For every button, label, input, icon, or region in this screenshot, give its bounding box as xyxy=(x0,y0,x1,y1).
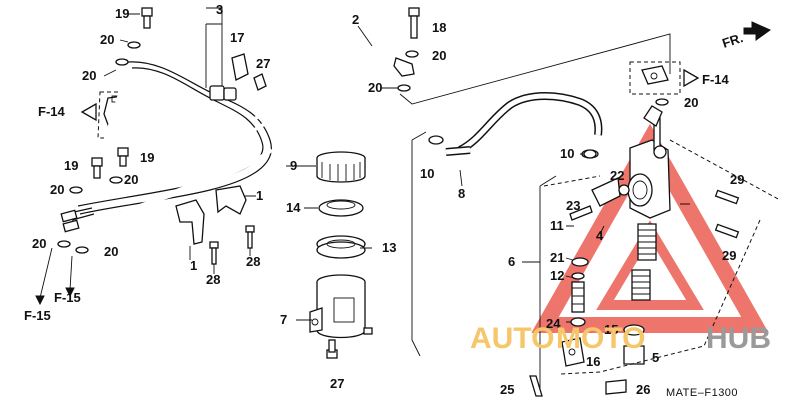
callout-20-bottom-a: 20 xyxy=(32,236,46,251)
callout-3: 3 xyxy=(216,2,223,17)
ref-f14-right: F-14 xyxy=(702,72,730,87)
callout-20-top: 20 xyxy=(100,32,114,47)
watermark-text: AUTO MOTO HUB xyxy=(470,322,771,355)
master-cylinder-body xyxy=(627,105,671,219)
ref-arrow-f14-left xyxy=(80,102,97,122)
callout-2: 2 xyxy=(352,12,359,27)
callout-labels: 19 20 20 19 19 20 20 20 20 3 17 27 2 18 … xyxy=(32,2,744,397)
right-dashed-box xyxy=(629,61,681,106)
callout-28-left: 28 xyxy=(206,272,220,287)
screws-29 xyxy=(583,149,740,239)
ref-f14-left: F-14 xyxy=(38,104,66,119)
callout-17: 17 xyxy=(230,30,244,45)
callout-19-mid: 19 xyxy=(140,150,154,165)
callout-14: 14 xyxy=(286,200,301,215)
callout-25: 25 xyxy=(500,382,514,397)
watermark-hub: HUB xyxy=(706,322,771,355)
callout-29-bottom: 29 xyxy=(722,248,736,263)
callout-12: 12 xyxy=(550,268,564,283)
callout-20-bottom-b: 20 xyxy=(104,244,118,259)
direction-label: FR. xyxy=(720,30,745,51)
reservoir-hose-8 xyxy=(428,92,603,159)
diaphragm-14 xyxy=(318,199,364,217)
callout-4: 4 xyxy=(596,228,604,243)
callout-27-top: 27 xyxy=(256,56,270,71)
watermark-moto: MOTO xyxy=(556,322,645,355)
callout-16: 16 xyxy=(586,354,600,369)
callout-15: 15 xyxy=(604,322,618,337)
reservoir-cap-9 xyxy=(316,151,366,183)
bolt-27-lower xyxy=(326,339,338,359)
callout-22: 22 xyxy=(610,168,624,183)
watermark-triangle xyxy=(531,123,769,333)
banjo-bolt-18 xyxy=(397,7,420,92)
banjo-bolt-19-top xyxy=(115,7,153,66)
diagram-code: MATE–F1300 xyxy=(666,387,738,399)
ref-arrow-f15 xyxy=(35,247,75,306)
reservoir-tank-7 xyxy=(309,274,373,339)
ref-f15-a: F-15 xyxy=(54,290,81,305)
callout-21: 21 xyxy=(550,250,564,265)
callout-9: 9 xyxy=(290,158,297,173)
callout-8: 8 xyxy=(458,186,465,201)
callout-20-mid-right: 20 xyxy=(368,80,382,95)
callout-24: 24 xyxy=(546,316,561,331)
callout-5: 5 xyxy=(652,350,659,365)
callout-20-caliper: 20 xyxy=(82,68,96,83)
clamp-17 xyxy=(231,53,267,91)
callout-19-left: 19 xyxy=(64,158,78,173)
callout-6: 6 xyxy=(508,254,515,269)
callout-20-mid: 20 xyxy=(124,172,138,187)
diaphragm-plate-13 xyxy=(316,235,366,259)
callout-11: 11 xyxy=(550,218,564,233)
callout-28-right: 28 xyxy=(246,254,260,269)
ref-arrow-f14-right xyxy=(683,68,700,88)
callout-20-right: 20 xyxy=(432,48,446,63)
callout-10-left: 10 xyxy=(420,166,434,181)
master-cylinder-frame xyxy=(543,139,781,375)
callout-26: 26 xyxy=(636,382,650,397)
callout-7: 7 xyxy=(280,312,287,327)
clamp-1 xyxy=(175,185,255,265)
brake-hose-2 xyxy=(119,41,415,214)
callout-29-top: 29 xyxy=(730,172,744,187)
push-rod-parts xyxy=(529,177,657,397)
callout-23: 23 xyxy=(566,198,580,213)
callout-19-top: 19 xyxy=(115,6,129,21)
callout-20-far-right: 20 xyxy=(684,95,698,110)
callout-13: 13 xyxy=(382,240,396,255)
callout-1-left: 1 xyxy=(190,258,197,273)
ref-f15-b: F-15 xyxy=(24,308,51,323)
callout-1-right: 1 xyxy=(256,188,263,203)
callout-18: 18 xyxy=(432,20,446,35)
callout-10-right: 10 xyxy=(560,146,574,161)
callout-27-bottom: 27 xyxy=(330,376,344,391)
banjo-bolt-19-lower xyxy=(57,147,129,254)
watermark-auto: AUTO xyxy=(470,322,554,355)
callout-20-left: 20 xyxy=(50,182,64,197)
fr-arrow xyxy=(743,21,772,41)
